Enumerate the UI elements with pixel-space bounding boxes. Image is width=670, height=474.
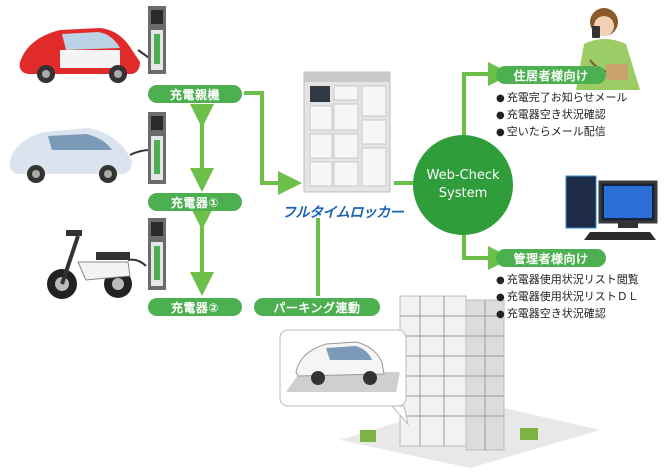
admins-feature-list: 充電器使用状況リスト閲覧 充電器使用状況リストＤＬ 充電器空き状況確認 xyxy=(496,272,639,323)
parking-link-label: パーキング連動 xyxy=(254,298,380,316)
electric-scooter-image xyxy=(47,230,147,299)
desktop-pc-image xyxy=(565,175,658,240)
white-ev-car-image xyxy=(9,128,151,183)
locker-image xyxy=(303,71,391,193)
residents-label: 住居者様向け xyxy=(496,66,606,84)
charger-1-label: 充電器① xyxy=(148,193,242,211)
admins-label: 管理者様向け xyxy=(496,249,606,267)
list-item: 充電完了お知らせメール xyxy=(496,90,628,107)
web-check-line2: System xyxy=(438,186,488,201)
charger-2-label: 充電器② xyxy=(148,298,242,316)
red-ev-car-image xyxy=(19,28,153,83)
list-item: 空いたらメール配信 xyxy=(496,124,628,141)
list-item: 充電器空き状況確認 xyxy=(496,306,639,323)
web-check-system-node: Web-Check System xyxy=(413,135,513,235)
charger-stand-2-image xyxy=(148,112,166,184)
fulltime-locker-logo: フルタイムロッカー xyxy=(282,205,404,221)
list-item: 充電器使用状況リストＤＬ xyxy=(496,289,639,306)
parent-charger-label: 充電親機 xyxy=(148,85,242,103)
list-item: 充電器空き状況確認 xyxy=(496,107,628,124)
connector-lines xyxy=(190,62,512,296)
residents-feature-list: 充電完了お知らせメール 充電器空き状況確認 空いたらメール配信 xyxy=(496,90,628,141)
charger-stand-3-image xyxy=(148,218,166,290)
parking-callout-image xyxy=(279,329,409,426)
web-check-line1: Web-Check xyxy=(426,168,500,183)
charger-stand-1-image xyxy=(148,6,166,74)
list-item: 充電器使用状況リスト閲覧 xyxy=(496,272,639,289)
